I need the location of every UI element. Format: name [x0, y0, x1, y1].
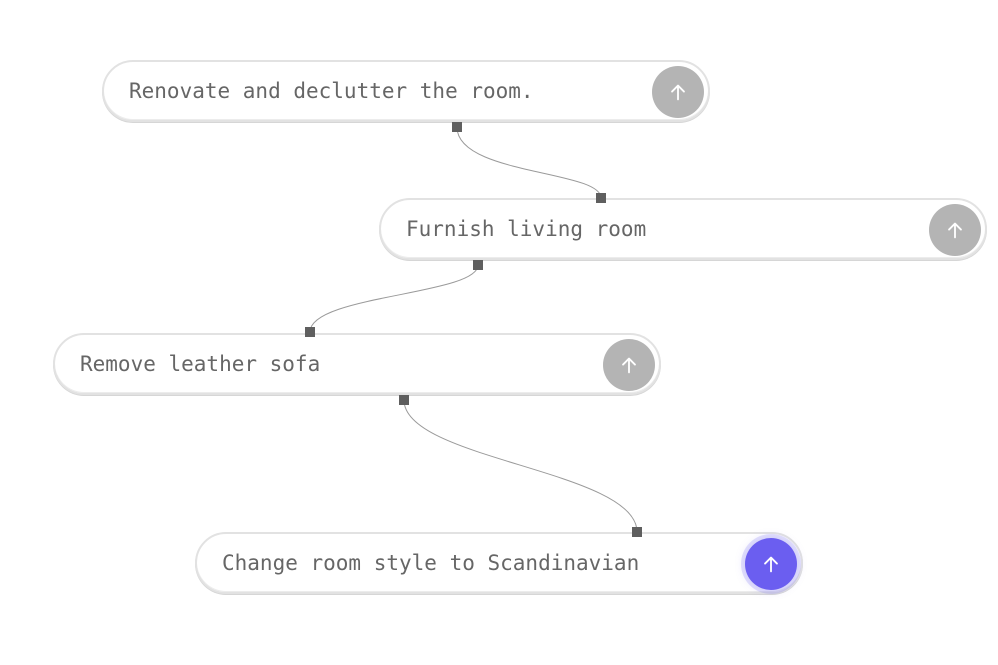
submit-button[interactable]	[652, 66, 704, 118]
arrow-up-icon	[622, 357, 636, 374]
target-handle[interactable]	[632, 527, 642, 537]
task-node-text: Renovate and declutter the room.	[129, 79, 534, 103]
task-node[interactable]: Remove leather sofa	[53, 333, 661, 395]
source-handle[interactable]	[473, 260, 483, 270]
target-handle[interactable]	[596, 193, 606, 203]
task-node[interactable]: Furnish living room	[379, 198, 987, 260]
source-handle[interactable]	[452, 122, 462, 132]
source-handle[interactable]	[399, 395, 409, 405]
edge-n3-n4	[403, 399, 638, 533]
arrow-up-icon	[948, 222, 962, 239]
edge-n1-n2	[456, 126, 602, 199]
arrow-up-icon	[764, 556, 778, 573]
submit-button[interactable]	[603, 339, 655, 391]
submit-button[interactable]	[929, 204, 981, 256]
task-node-text: Change room style to Scandinavian	[222, 551, 640, 575]
target-handle[interactable]	[305, 327, 315, 337]
task-node-text: Remove leather sofa	[80, 352, 321, 376]
task-node[interactable]: Change room style to Scandinavian	[195, 532, 803, 594]
edge-n2-n3	[309, 264, 479, 333]
task-node-text: Furnish living room	[406, 217, 647, 241]
task-node[interactable]: Renovate and declutter the room.	[102, 60, 710, 122]
arrow-up-icon	[671, 84, 685, 101]
submit-button-active[interactable]	[745, 538, 797, 590]
